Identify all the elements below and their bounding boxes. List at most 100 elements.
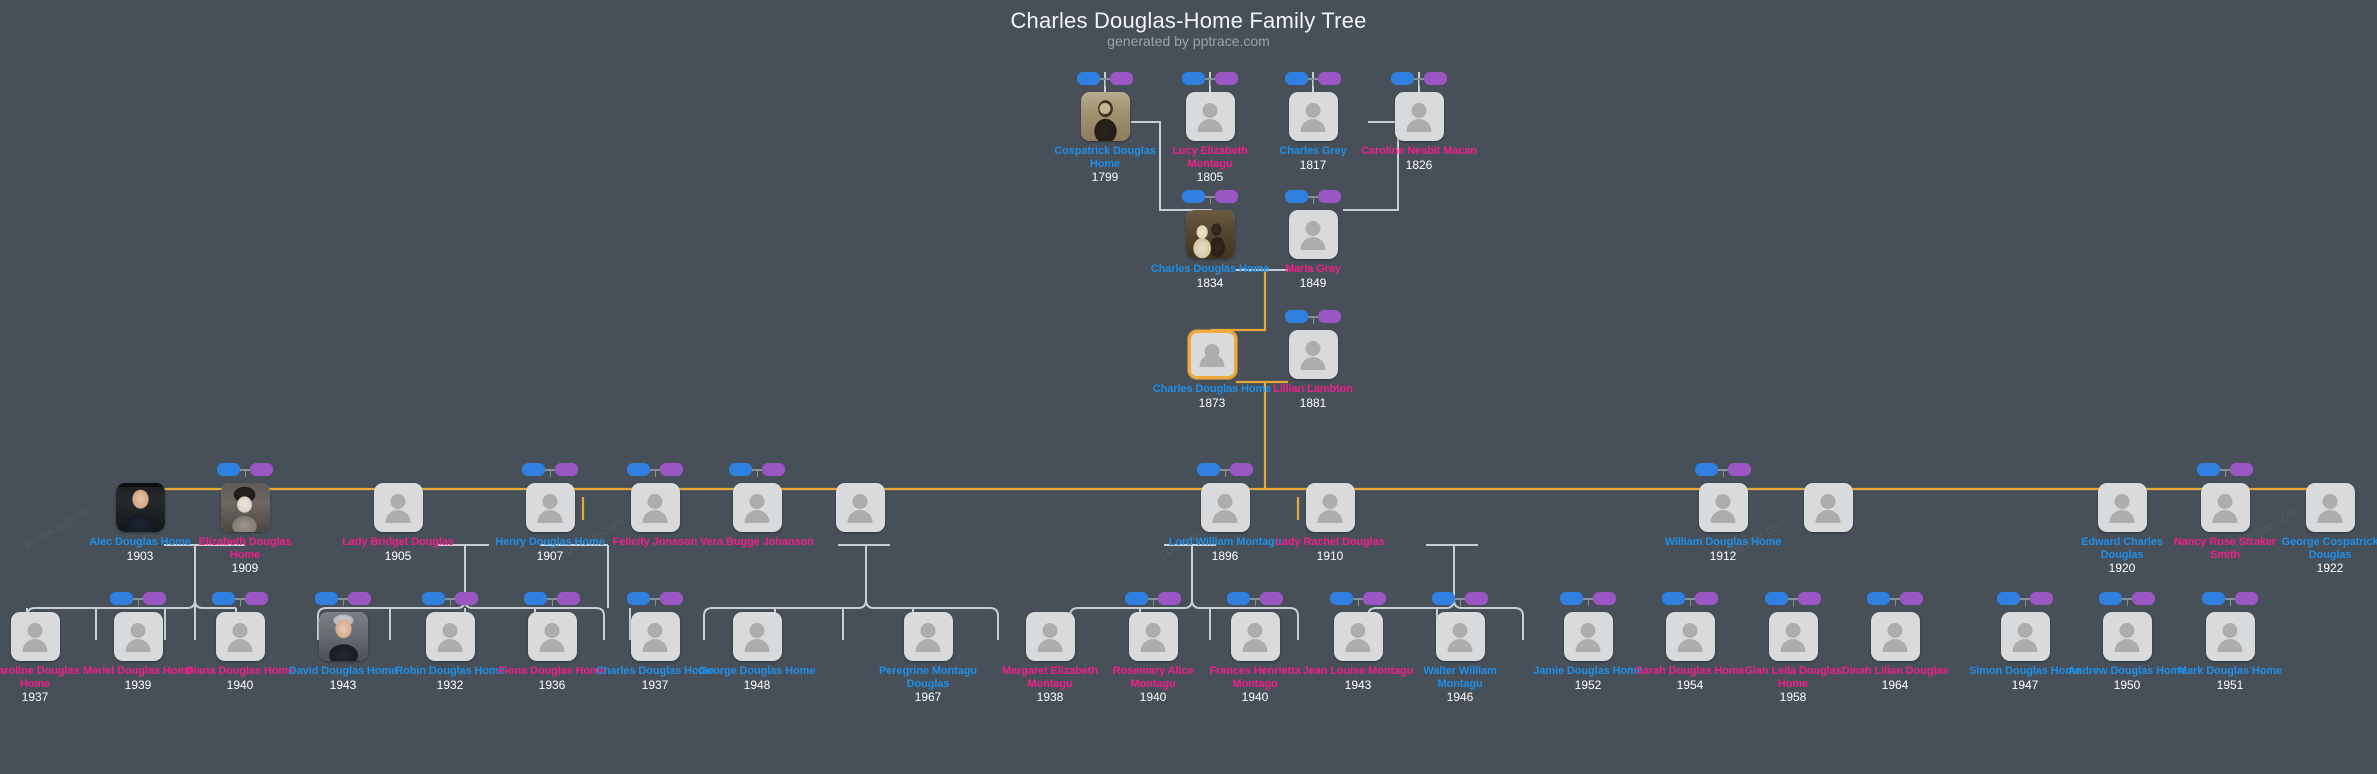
badge-blue-pill[interactable]	[2197, 463, 2220, 476]
badge-blue-pill[interactable]	[315, 592, 338, 605]
relationship-badges[interactable]	[1253, 72, 1373, 86]
badge-blue-pill[interactable]	[110, 592, 133, 605]
badge-purple-pill[interactable]	[1318, 72, 1341, 85]
relationship-badges[interactable]	[1253, 310, 1373, 324]
badge-blue-pill[interactable]	[2099, 592, 2122, 605]
relationship-badges[interactable]	[1528, 592, 1648, 606]
badge-purple-pill[interactable]	[1424, 72, 1447, 85]
badge-blue-pill[interactable]	[1227, 592, 1250, 605]
badge-purple-pill[interactable]	[1465, 592, 1488, 605]
badge-blue-pill[interactable]	[1077, 72, 1100, 85]
relationship-badges[interactable]	[2067, 592, 2187, 606]
badge-purple-pill[interactable]	[1593, 592, 1616, 605]
relationship-badges[interactable]	[1150, 190, 1270, 204]
person-card[interactable]	[1698, 483, 1748, 532]
relationship-badges[interactable]	[490, 463, 610, 477]
person-card[interactable]	[1803, 483, 1853, 532]
person-card[interactable]	[373, 483, 423, 532]
person-card[interactable]	[732, 612, 782, 661]
person-card[interactable]	[835, 483, 885, 532]
relationship-badges[interactable]	[1733, 592, 1853, 606]
relationship-badges[interactable]	[1663, 463, 1783, 477]
badge-blue-pill[interactable]	[1695, 463, 1718, 476]
relationship-badges[interactable]	[595, 592, 715, 606]
badge-purple-pill[interactable]	[1728, 463, 1751, 476]
badge-purple-pill[interactable]	[762, 463, 785, 476]
person-card[interactable]	[1563, 612, 1613, 661]
person-node[interactable]: Nancy Rose Straker Smith	[2165, 483, 2285, 561]
badge-purple-pill[interactable]	[1363, 592, 1386, 605]
relationship-badges[interactable]	[283, 592, 403, 606]
person-node[interactable]	[800, 483, 920, 536]
person-card[interactable]	[1025, 612, 1075, 661]
badge-blue-pill[interactable]	[217, 463, 240, 476]
person-card[interactable]	[1870, 612, 1920, 661]
badge-blue-pill[interactable]	[1391, 72, 1414, 85]
person-card[interactable]	[1185, 92, 1235, 141]
relationship-badges[interactable]	[1835, 592, 1955, 606]
badge-purple-pill[interactable]	[348, 592, 371, 605]
relationship-badges[interactable]	[1150, 72, 1270, 86]
relationship-badges[interactable]	[492, 592, 612, 606]
person-card[interactable]	[1288, 92, 1338, 141]
badge-purple-pill[interactable]	[1260, 592, 1283, 605]
badge-purple-pill[interactable]	[455, 592, 478, 605]
person-card[interactable]	[1128, 612, 1178, 661]
person-card[interactable]	[425, 612, 475, 661]
person-card[interactable]	[1768, 612, 1818, 661]
badge-purple-pill[interactable]	[1158, 592, 1181, 605]
person-node[interactable]: Felicity Jonsson	[595, 483, 715, 549]
person-card[interactable]	[1665, 612, 1715, 661]
relationship-badges[interactable]	[1359, 72, 1479, 86]
person-card[interactable]	[318, 612, 368, 661]
relationship-badges[interactable]	[1298, 592, 1418, 606]
relationship-badges[interactable]	[2170, 592, 2290, 606]
person-card[interactable]	[1288, 210, 1338, 259]
relationship-badges[interactable]	[1253, 190, 1373, 204]
badge-purple-pill[interactable]	[1695, 592, 1718, 605]
badge-blue-pill[interactable]	[1182, 72, 1205, 85]
person-card[interactable]	[1080, 92, 1130, 141]
relationship-badges[interactable]	[1045, 72, 1165, 86]
person-card[interactable]	[2205, 612, 2255, 661]
person-card[interactable]	[2200, 483, 2250, 532]
badge-purple-pill[interactable]	[1798, 592, 1821, 605]
badge-blue-pill[interactable]	[2202, 592, 2225, 605]
person-card[interactable]	[1230, 612, 1280, 661]
relationship-badges[interactable]	[1093, 592, 1213, 606]
person-card[interactable]	[2305, 483, 2355, 532]
person-card[interactable]	[1435, 612, 1485, 661]
badge-blue-pill[interactable]	[1662, 592, 1685, 605]
person-card[interactable]	[525, 483, 575, 532]
person-card[interactable]	[527, 612, 577, 661]
relationship-badges[interactable]	[185, 463, 305, 477]
badge-blue-pill[interactable]	[522, 463, 545, 476]
badge-purple-pill[interactable]	[2235, 592, 2258, 605]
person-card[interactable]	[2097, 483, 2147, 532]
badge-purple-pill[interactable]	[1215, 190, 1238, 203]
badge-blue-pill[interactable]	[1765, 592, 1788, 605]
